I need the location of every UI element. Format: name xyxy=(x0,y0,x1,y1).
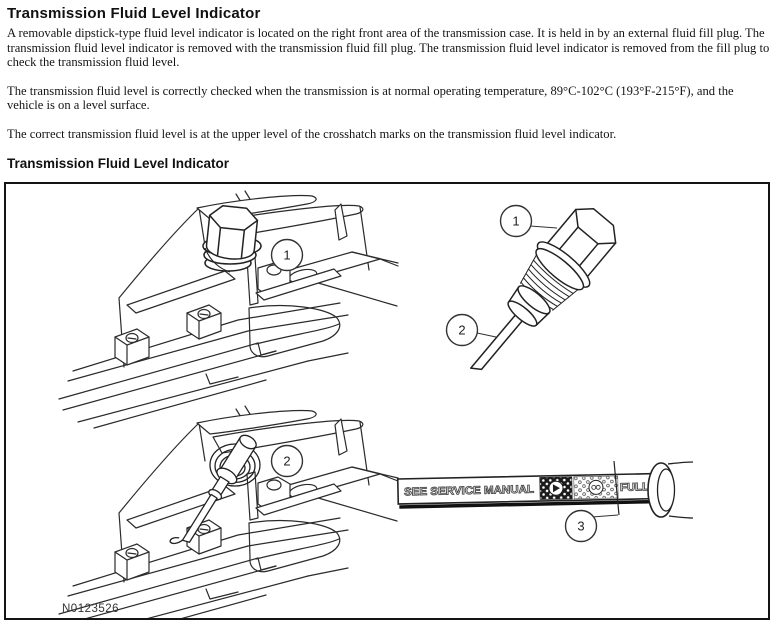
full-mark-stamp: FULL xyxy=(620,481,650,494)
callout-2-label: 2 xyxy=(458,322,465,337)
callout-3-badge: 3 xyxy=(564,509,598,542)
callout-1-label: 1 xyxy=(283,247,290,262)
figure-frame: 1 1 2 xyxy=(4,181,770,620)
callout-3-label: 3 xyxy=(577,518,584,533)
figure-illustration: 1 1 2 xyxy=(58,189,694,618)
callout-1-badge-installed: 1 xyxy=(270,238,304,271)
callout-2-badge-pulled: 2 xyxy=(270,444,304,477)
callout-1-leader-line xyxy=(529,225,558,229)
transmission-case-bottom-view xyxy=(58,404,399,618)
arrow-glyph xyxy=(552,483,560,492)
upper-level-mark-line xyxy=(613,460,620,515)
dipstick-closeup: SEE SERVICE MANUAL FULL xyxy=(396,472,658,509)
fill-plug-installed-icon xyxy=(202,204,262,273)
paragraph-correct-level: The correct transmission fluid level is … xyxy=(7,126,617,141)
callout-1-badge-removed: 1 xyxy=(499,204,533,237)
fluid-level-indicator-removed-icon xyxy=(169,434,261,544)
see-service-manual-stamp: SEE SERVICE MANUAL xyxy=(404,483,535,498)
paragraph-location: A removable dipstick-type fluid level in… xyxy=(7,26,770,70)
callout-2-label: 2 xyxy=(283,453,290,468)
plug-boss-end-icon xyxy=(647,460,694,519)
callout-3-leader-line xyxy=(591,514,619,518)
paragraph-check-conditions: The transmission fluid level is correctl… xyxy=(7,83,734,113)
figure-code: N0123526 xyxy=(62,603,119,615)
callout-1-label: 1 xyxy=(512,213,519,228)
page-title: Transmission Fluid Level Indicator xyxy=(7,5,261,22)
blade-shadow-edge xyxy=(399,499,658,509)
figure-heading: Transmission Fluid Level Indicator xyxy=(7,155,230,171)
fill-plug-with-indicator-icon xyxy=(470,207,617,370)
callout-2-leader-line xyxy=(476,332,497,338)
callout-2-badge-removed: 2 xyxy=(445,313,479,346)
